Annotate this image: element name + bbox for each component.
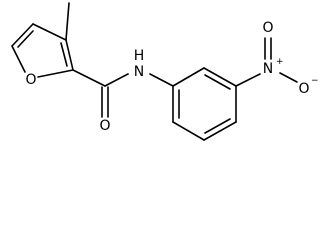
benzene-ring <box>172 67 237 141</box>
molecule-structure: O O H N N + O O − <box>11 2 319 141</box>
atom-nitro-oxygen-right: O <box>298 81 309 97</box>
atom-carbonyl-oxygen: O <box>99 118 110 134</box>
bond-c2-carbonyl <box>72 69 106 87</box>
bond-n-phenyl <box>149 73 174 87</box>
bond-c5-o <box>11 45 26 73</box>
bond-carbonyl-n <box>104 73 129 87</box>
atom-furan-oxygen: O <box>25 72 36 88</box>
bond-c3-c4 <box>32 23 67 41</box>
atom-amide-hydrogen: H <box>134 48 145 64</box>
bond-c4-c5-inner <box>17 30 34 48</box>
bond-c4-c5 <box>11 23 34 47</box>
bond-ar-inner-a <box>204 74 231 90</box>
atom-amide-nitrogen: N <box>134 64 144 80</box>
bond-ar-1-2 <box>172 67 205 87</box>
bond-ar-nitro <box>235 73 261 87</box>
bond-methyl <box>65 2 70 41</box>
bond-ar-inner-b <box>204 118 231 134</box>
bond-ar-2-3 <box>203 67 237 87</box>
bond-nitro-o-right <box>279 72 298 83</box>
bond-c2-c3 <box>65 39 74 71</box>
furan-ring <box>11 23 74 78</box>
atom-nitro-nitrogen: N <box>263 61 273 77</box>
nitro-nitrogen-charge: + <box>276 57 284 67</box>
bond-o-c2 <box>37 69 74 78</box>
bond-ar-5-6 <box>172 121 205 141</box>
amide-group <box>72 69 174 118</box>
atom-nitro-oxygen-top: O <box>262 20 273 36</box>
bond-ar-4-5 <box>203 121 237 141</box>
bond-c2-c3-inner <box>60 42 68 67</box>
nitro-group <box>235 37 298 87</box>
nitro-oxygen-charge: − <box>311 76 319 86</box>
